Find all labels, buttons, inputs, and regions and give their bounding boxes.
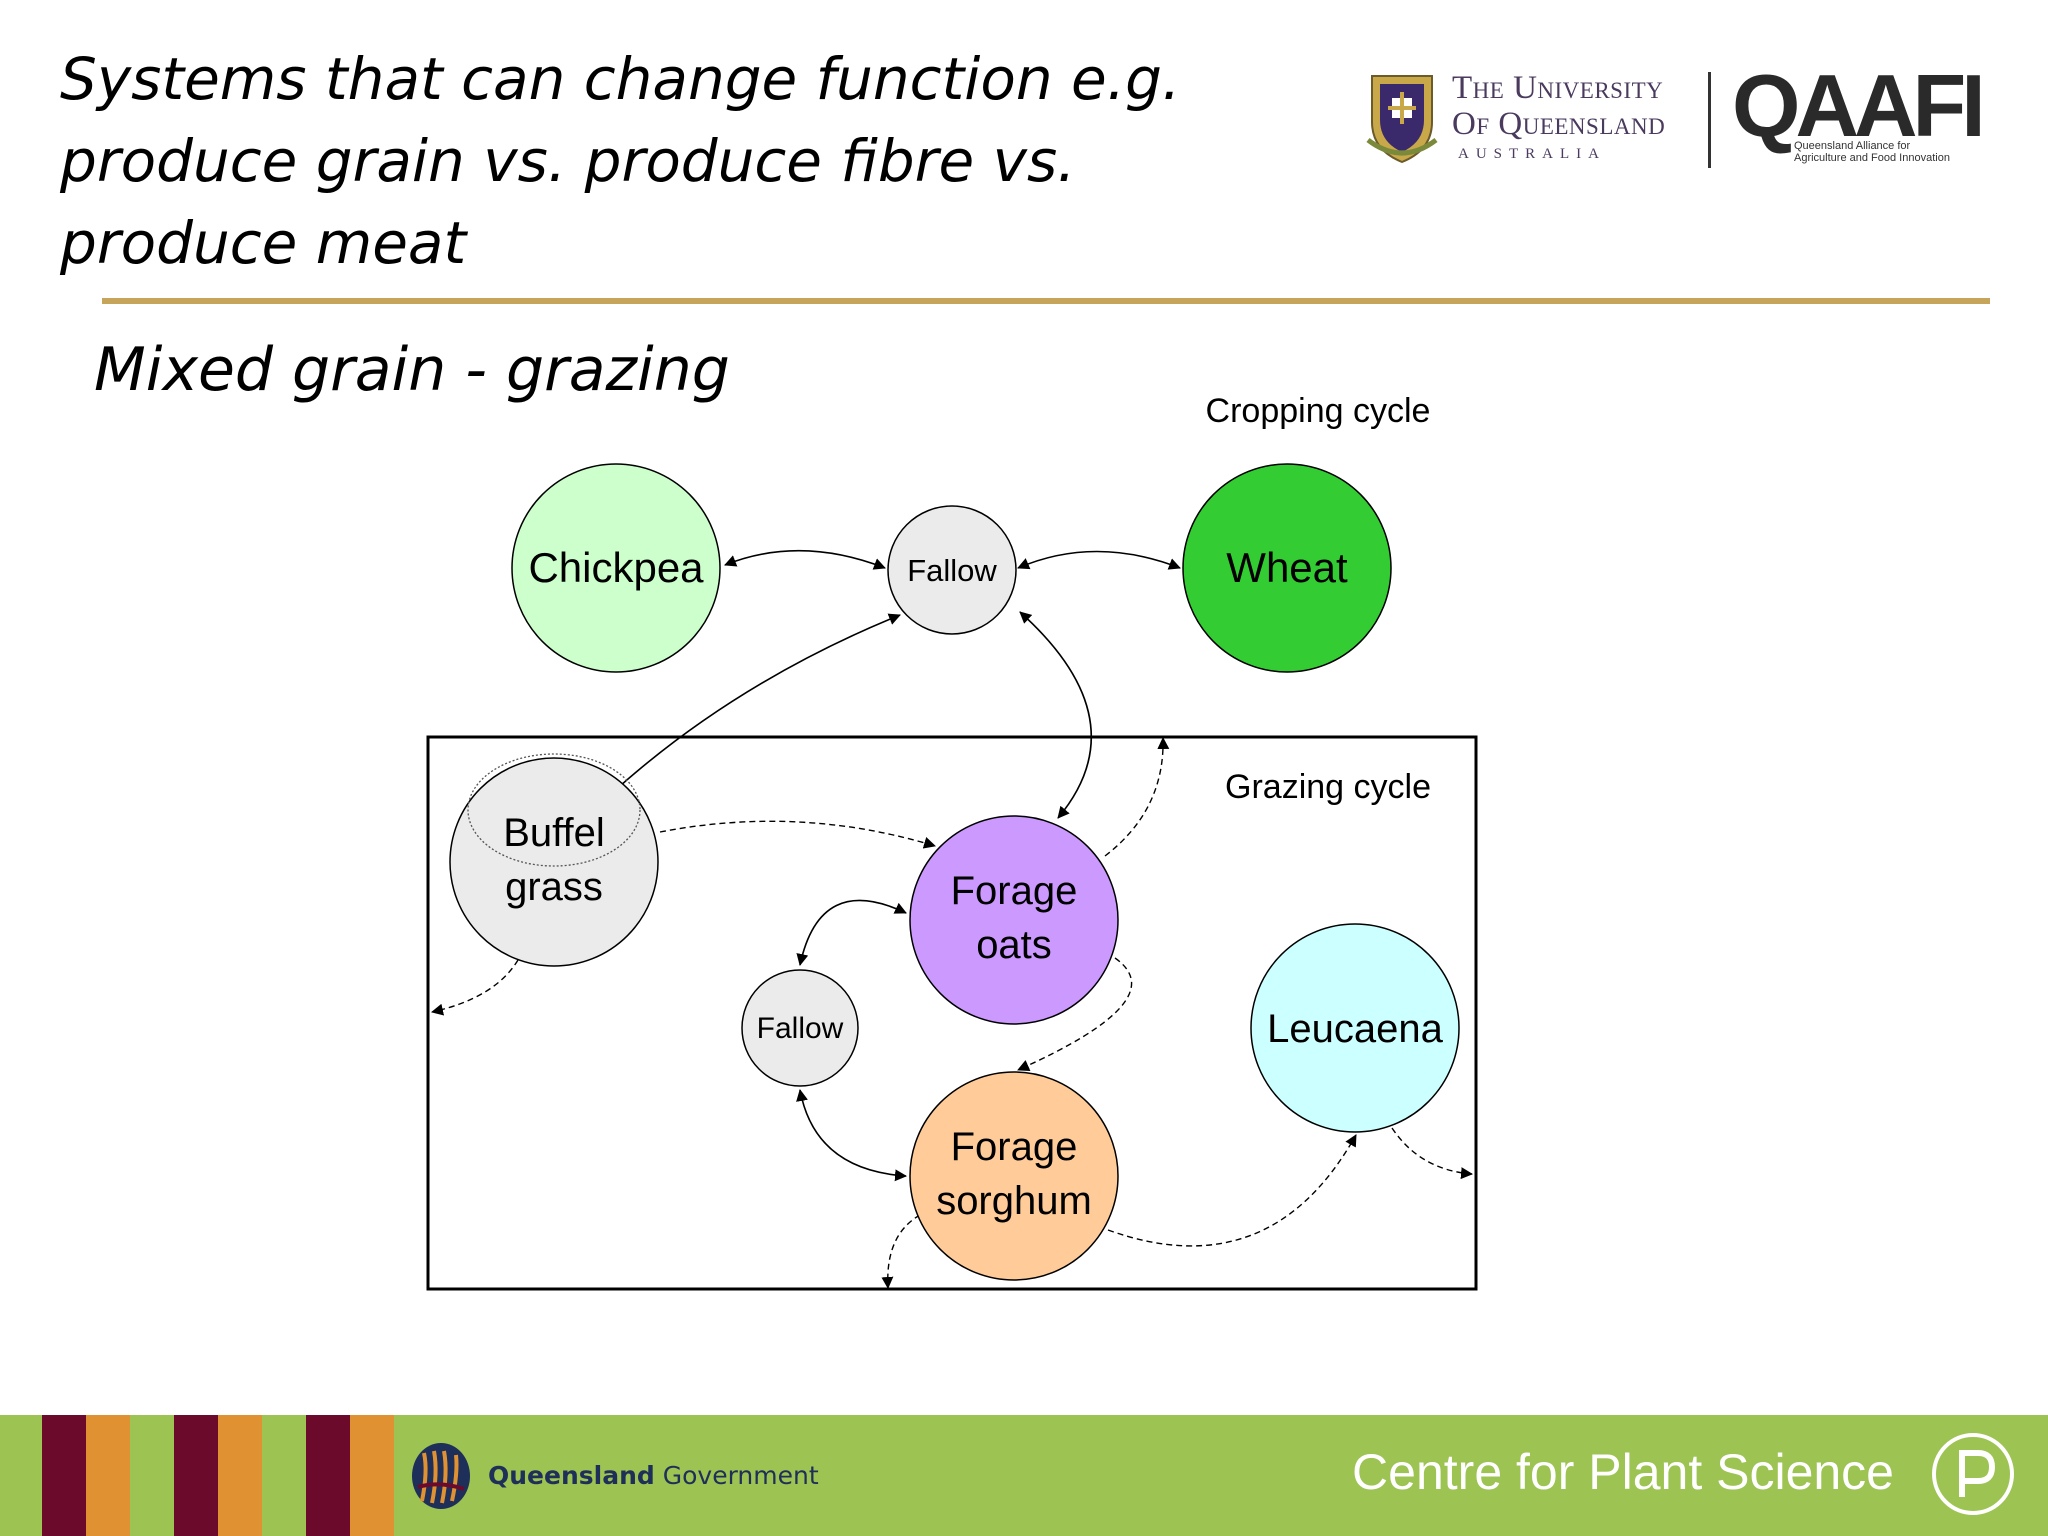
grazing-cycle-label: Grazing cycle <box>1225 768 1431 806</box>
node-sorghum-label-2: sorghum <box>936 1179 1092 1223</box>
node-sorghum-label-1: Forage <box>951 1125 1078 1169</box>
footer-stripe-maroon-3 <box>306 1415 350 1536</box>
arrow-oats-out <box>1104 737 1170 857</box>
queensland-government-text: Queensland Government <box>488 1461 819 1490</box>
footer-bar: Queensland Government Centre for Plant S… <box>0 1415 2048 1536</box>
uq-line-2: Of Queensland <box>1452 106 1666 142</box>
logo-separator <box>1708 72 1711 168</box>
qaafi-tagline: Queensland Alliance for Agriculture and … <box>1794 140 1994 164</box>
node-wheat: Wheat <box>1182 463 1392 673</box>
node-oats-label-2: oats <box>976 923 1052 967</box>
uq-crest-icon <box>1366 75 1438 164</box>
node-leucaena-label: Leucaena <box>1267 1007 1443 1051</box>
node-chickpea: Chickpea <box>511 463 721 673</box>
uq-line-1: The University <box>1452 70 1664 106</box>
cropping-cycle-label: Cropping cycle <box>1206 392 1431 430</box>
arrow-fallow-mid-sorghum <box>796 1089 907 1182</box>
arrow-buffel-oats <box>659 820 936 849</box>
node-buffel-label-2: grass <box>505 865 603 909</box>
qaafi-tagline-1: Queensland Alliance for <box>1794 140 1911 152</box>
logo-area: The University Of Queensland AUSTRALIA Q… <box>1366 58 1986 174</box>
qaafi-logo: QAAFI <box>1732 56 1986 155</box>
qaafi-tagline-2: Agriculture and Food Innovation <box>1794 152 1950 164</box>
node-wheat-label: Wheat <box>1226 544 1348 591</box>
arrow-sorghum-out <box>881 1214 921 1289</box>
arrow-leucaena-out <box>1391 1127 1473 1180</box>
plant-science-p-icon <box>1932 1433 2014 1515</box>
footer-stripe-orange-2 <box>218 1415 262 1536</box>
arrow-chickpea-fallow <box>724 549 886 570</box>
grazing-cycle-box <box>426 735 1478 1291</box>
arrow-buffel-fallow <box>619 613 901 787</box>
footer-stripe-maroon-2 <box>174 1415 218 1536</box>
node-buffel-grass: Buffel grass <box>449 753 659 967</box>
uq-country: AUSTRALIA <box>1458 146 1606 162</box>
node-forage-oats: Forage oats <box>909 815 1119 1025</box>
arrow-fallow-oats <box>1019 611 1093 819</box>
node-fallow-mid: Fallow <box>741 969 859 1087</box>
slide-subtitle: Mixed grain - grazing <box>94 335 730 405</box>
node-forage-sorghum: Forage sorghum <box>909 1071 1119 1281</box>
node-fallow-mid-label: Fallow <box>757 1012 844 1045</box>
title-divider <box>102 298 1990 304</box>
node-leucaena: Leucaena <box>1250 923 1460 1133</box>
qld-rest: Government <box>662 1461 819 1490</box>
node-oats-label-1: Forage <box>951 869 1078 913</box>
uq-wordmark: The University Of Queensland AUSTRALIA <box>1452 70 1665 163</box>
node-chickpea-label: Chickpea <box>528 544 704 591</box>
qld-bold: Queensland <box>488 1461 655 1490</box>
footer-stripe-maroon-1 <box>42 1415 86 1536</box>
node-buffel-label-1: Buffel <box>503 811 605 855</box>
slide-title: Systems that can change function e.g. pr… <box>60 45 1181 277</box>
arrow-oats-fallow-mid <box>796 899 907 966</box>
arrow-oats-sorghum <box>1017 957 1133 1071</box>
node-fallow-top: Fallow <box>887 505 1017 635</box>
arrow-buffel-out <box>431 959 519 1016</box>
centre-for-plant-science: Centre for Plant Science <box>1352 1444 1894 1500</box>
node-fallow-top-label: Fallow <box>907 553 997 588</box>
arrow-fallow-wheat <box>1017 550 1181 570</box>
footer-stripe-orange-3 <box>350 1415 394 1536</box>
arrow-sorghum-leucaena <box>1107 1134 1357 1247</box>
footer-stripe-orange-1 <box>86 1415 130 1536</box>
queensland-government-crest-icon <box>412 1443 470 1509</box>
